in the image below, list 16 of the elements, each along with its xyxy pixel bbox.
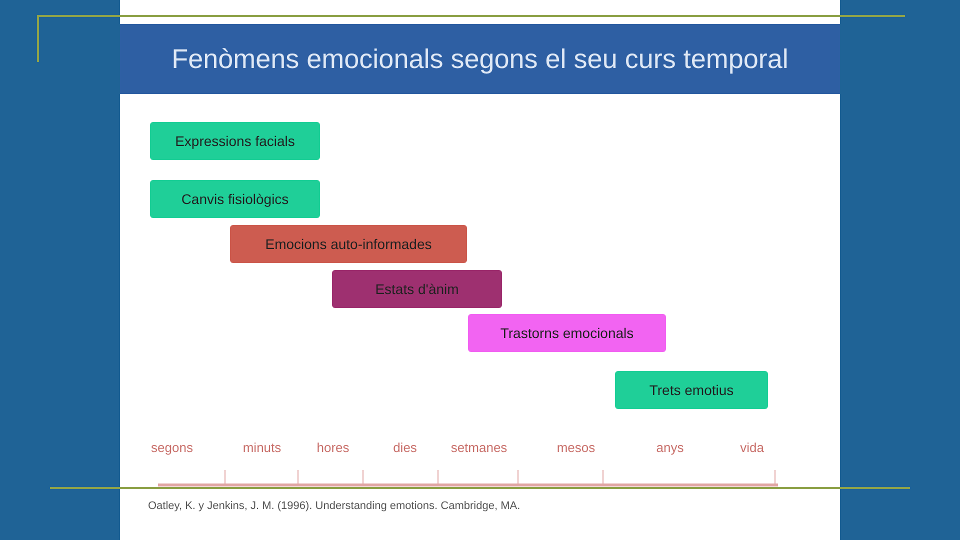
timespan-bar: Trastorns emocionals <box>468 314 666 352</box>
citation-text: Oatley, K. y Jenkins, J. M. (1996). Understanding emotions. Cambridge, MA. <box>148 500 520 512</box>
timespan-bar: Emocions auto-informades <box>230 225 467 263</box>
time-scale-label: mesos <box>556 440 596 455</box>
timespan-bar: Canvis fisiològics <box>150 180 320 218</box>
time-scale-label: anys <box>656 440 684 455</box>
time-scale-label: dies <box>393 440 417 455</box>
timespan-bar: Trets emotius <box>615 371 768 409</box>
timespan-bar: Estats d'ànim <box>332 270 502 308</box>
time-scale-label: hores <box>316 440 350 455</box>
timespan-bar: Expressions facials <box>150 122 320 160</box>
time-scale-label: segons <box>151 440 193 455</box>
time-scale-label: setmanes <box>450 440 508 455</box>
time-scale-label: minuts <box>242 440 282 455</box>
slide-title: Fenòmens emocionals segons el seu curs temporal <box>120 24 840 94</box>
time-scale-label: vida <box>740 440 764 455</box>
